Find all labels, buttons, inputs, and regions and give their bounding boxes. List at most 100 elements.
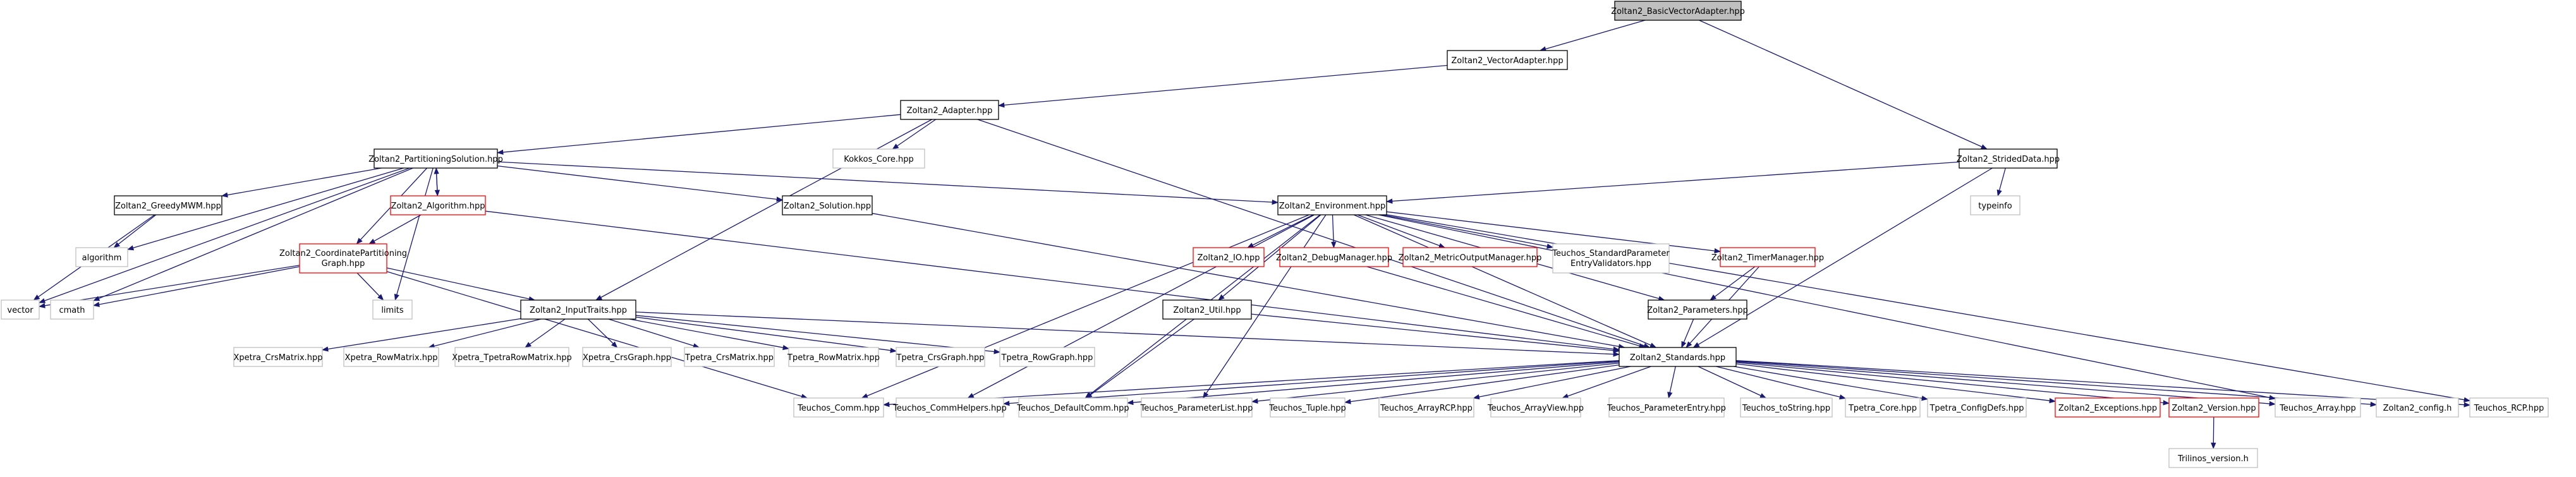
edge-n10-to-n34 xyxy=(967,214,1315,399)
graph-node-box xyxy=(896,347,985,367)
graph-node-label: Xpetra_CrsGraph.hpp xyxy=(583,353,671,363)
edge-n21-to-n27 xyxy=(587,318,618,348)
graph-node-box xyxy=(1270,397,1346,418)
edge-n17-to-n23 xyxy=(1710,266,1756,301)
graph-node-label: Teuchos_Array.hpp xyxy=(2279,404,2356,413)
graph-node: algorithm xyxy=(75,247,128,267)
graph-node-box xyxy=(999,347,1095,367)
graph-node-label: Zoltan2_Parameters.hpp xyxy=(1647,306,1748,315)
graph-node[interactable]: Zoltan2_StridedData.hpp xyxy=(1957,148,2060,169)
graph-node: Xpetra_CrsMatrix.hpp xyxy=(233,347,323,367)
edge-n4-to-n9 xyxy=(497,165,784,202)
graph-node-box xyxy=(1018,397,1128,418)
graph-node[interactable]: Zoltan2_Algorithm.hpp xyxy=(390,195,486,215)
graph-node[interactable]: Zoltan2_Parameters.hpp xyxy=(1647,299,1748,320)
graph-node-box xyxy=(832,148,925,169)
graph-node-box xyxy=(782,195,873,215)
graph-node-label: Zoltan2_BasicVectorAdapter.hpp xyxy=(1611,7,1745,16)
graph-node[interactable]: Zoltan2_BasicVectorAdapter.hpp xyxy=(1611,1,1745,21)
graph-node[interactable]: Zoltan2_PartitioningSolution.hpp xyxy=(368,148,503,169)
graph-node-label: Teuchos_ArrayView.hpp xyxy=(1487,404,1584,413)
graph-node-label: Zoltan2_DebugManager.hpp xyxy=(1276,253,1392,263)
edge-n2-to-n21 xyxy=(595,119,932,301)
graph-node[interactable]: Zoltan2_InputTraits.hpp xyxy=(520,299,636,320)
graph-node[interactable]: Zoltan2_Environment.hpp xyxy=(1277,195,1387,215)
graph-node[interactable]: Zoltan2_IO.hpp xyxy=(1193,247,1265,267)
graph-node-label: Tpetra_Core.hpp xyxy=(1848,404,1917,413)
graph-node-label: Teuchos_ParameterEntry.hpp xyxy=(1607,404,1726,413)
edge-n3-to-n6 xyxy=(1996,167,2006,197)
graph-node[interactable]: Zoltan2_TimerManager.hpp xyxy=(1711,247,1824,267)
graph-node-label: Teuchos_RCP.hpp xyxy=(2474,404,2544,413)
graph-node[interactable]: Zoltan2_MetricOutputManager.hpp xyxy=(1399,247,1542,267)
graph-node: Teuchos_ArrayView.hpp xyxy=(1487,397,1584,418)
graph-node[interactable]: Zoltan2_Standards.hpp xyxy=(1619,347,1737,367)
graph-node[interactable]: Zoltan2_VectorAdapter.hpp xyxy=(1447,50,1568,70)
graph-node[interactable]: Zoltan2_Util.hpp xyxy=(1162,299,1252,320)
graph-node[interactable]: Zoltan2_Version.hpp xyxy=(2168,397,2259,418)
edge-n8-to-n4 xyxy=(434,167,439,196)
graph-node: Teuchos_ArrayRCP.hpp xyxy=(1378,397,1474,418)
graph-node: Teuchos_Tuple.hpp xyxy=(1268,397,1346,418)
graph-node-label: Teuchos_CommHelpers.hpp xyxy=(892,404,1007,413)
graph-node: Tpetra_RowMatrix.hpp xyxy=(787,347,880,367)
graph-node-box xyxy=(684,347,775,367)
graph-node-box xyxy=(900,100,999,120)
graph-node[interactable]: Zoltan2_Exceptions.hpp xyxy=(2055,397,2161,418)
graph-node-box xyxy=(1927,397,2027,418)
graph-node[interactable]: Zoltan2_DebugManager.hpp xyxy=(1276,247,1392,267)
edge-n21-to-n32 xyxy=(635,311,1620,357)
edge-n21-to-n24 xyxy=(321,318,521,352)
graph-node[interactable]: Zoltan2_Adapter.hpp xyxy=(900,100,999,120)
graph-node-box xyxy=(1490,397,1581,418)
edge-n32-to-n33 xyxy=(882,359,1620,408)
edge-n12-to-n21 xyxy=(386,267,536,302)
graph-node-label: Teuchos_ArrayRCP.hpp xyxy=(1380,404,1473,413)
graph-node: Teuchos_Array.hpp xyxy=(2275,397,2361,418)
graph-node: Teuchos_RCP.hpp xyxy=(2469,397,2549,418)
graph-node-label: Zoltan2_StridedData.hpp xyxy=(1957,155,2060,164)
edge-n32-to-n37 xyxy=(1344,364,1620,404)
graph-node: Tpetra_CrsMatrix.hpp xyxy=(684,347,775,367)
graph-node[interactable]: Zoltan2_GreedyMWM.hpp xyxy=(114,195,222,215)
graph-node-label: Zoltan2_IO.hpp xyxy=(1198,253,1260,263)
edge-n23-to-n32 xyxy=(1681,318,1694,348)
graph-node-label: Zoltan2_GreedyMWM.hpp xyxy=(115,202,221,211)
edge-n4-to-n7 xyxy=(221,167,382,198)
edge-n21-to-n31 xyxy=(635,315,1001,354)
graph-node: Teuchos_Comm.hpp xyxy=(793,397,884,418)
graph-node: Teuchos_DefaultComm.hpp xyxy=(1016,397,1129,418)
graph-node[interactable]: Zoltan2_Solution.hpp xyxy=(782,195,873,215)
edge-n32-to-n46 xyxy=(1735,361,2276,407)
graph-node-label: Zoltan2_Adapter.hpp xyxy=(907,106,993,116)
edge-n9-to-n32 xyxy=(872,213,1625,349)
graph-node-label: Trilinos_version.h xyxy=(2177,454,2249,464)
graph-node-label: Zoltan2_Standards.hpp xyxy=(1630,353,1725,363)
graph-node-box xyxy=(233,347,323,367)
graph-node-label: Xpetra_TpetraRowMatrix.hpp xyxy=(452,353,572,363)
edge-n12-to-n18 xyxy=(38,265,300,308)
graph-node-label: cmath xyxy=(59,306,85,315)
edge-n3-to-n10 xyxy=(1385,161,1960,204)
edge-n21-to-n28 xyxy=(608,318,700,349)
edge-n2-to-n4 xyxy=(496,114,901,155)
graph-node-label: typeinfo xyxy=(1978,202,2012,211)
graph-node-box xyxy=(343,347,439,367)
graph-node: Trilinos_version.h xyxy=(2168,448,2258,468)
edge-n10-to-n36 xyxy=(1203,214,1327,399)
graph-node-box xyxy=(1447,50,1568,70)
edge-n32-to-n45 xyxy=(1735,362,2170,406)
node-layer: Zoltan2_BasicVectorAdapter.hppZoltan2_Ve… xyxy=(1,1,2549,468)
graph-node-label: algorithm xyxy=(82,253,122,263)
edge-n4-to-n10 xyxy=(497,161,1279,205)
graph-node-box xyxy=(114,195,222,215)
graph-node-box xyxy=(390,195,486,215)
edge-n32-to-n40 xyxy=(1667,366,1676,399)
graph-node-box xyxy=(2376,397,2459,418)
edge-n22-to-n35 xyxy=(1085,318,1194,399)
